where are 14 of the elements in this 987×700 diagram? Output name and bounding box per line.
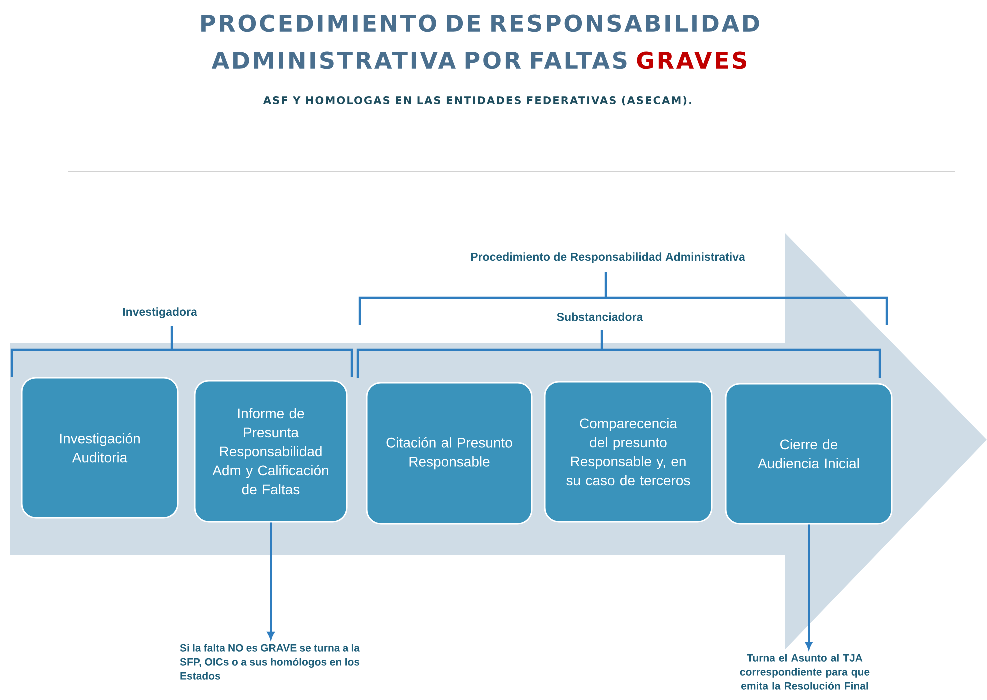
subtitle: ASF Y HOMOLOGAS EN LAS ENTIDADES FEDERATIVAS (ASECAM). xyxy=(263,96,692,106)
phase-label: Investigadora xyxy=(123,308,198,318)
process-box: Investigación Auditoria xyxy=(21,377,179,519)
process-box: Citación al Presunto Responsable xyxy=(366,382,533,525)
arrow xyxy=(805,524,813,650)
process-box: Informe de Presunta Responsabilidad Adm y Calificación de Faltas xyxy=(194,380,348,523)
title: PROCEDIMIENTO DE RESPONSABILIDAD ADMINISTRATIVA POR FALTAS GRAVES xyxy=(202,14,760,70)
phase-label: Procedimiento de Responsabilidad Administrativa xyxy=(471,252,746,264)
phase-label: Substanciadora xyxy=(557,312,644,322)
arrow xyxy=(267,522,275,640)
process-box: Cierre de Audiencia Inicial xyxy=(725,383,893,525)
note-text: Turna el Asunto al TJA correspondiente para que emita la Resolución Final xyxy=(740,654,870,690)
process-box: Comparecencia del presunto Responsable y, en su caso de terceros xyxy=(544,381,713,523)
note-text: Si la falta NO es GRAVE se turna a la SFP, OICs o a sus homólogos en los Estados xyxy=(180,644,360,680)
